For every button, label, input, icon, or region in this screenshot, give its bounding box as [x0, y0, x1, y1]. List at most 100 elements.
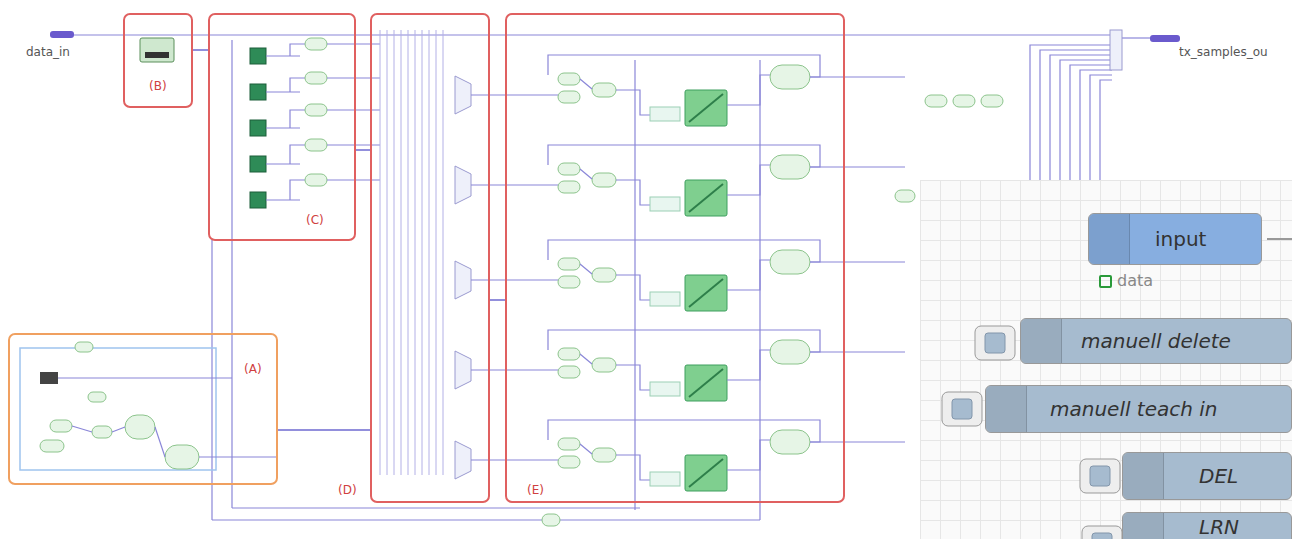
wire [580, 169, 592, 179]
status-dot [1099, 275, 1112, 288]
port-name: tx_samples_ou [1178, 45, 1269, 59]
wire [231, 40, 232, 508]
logic-gate [650, 382, 680, 396]
logic-gate [50, 420, 72, 432]
wire [199, 456, 278, 457]
logic-gate [592, 173, 616, 187]
node-icon [1089, 214, 1130, 264]
wire [72, 426, 92, 432]
wire [727, 75, 770, 105]
section-frame: (C) [208, 13, 356, 241]
wire [548, 420, 820, 442]
mux-symbol [455, 166, 471, 204]
section-frame: (D) [370, 13, 490, 503]
flow-node: LRN [1122, 512, 1292, 539]
wire [810, 76, 905, 77]
logic-gate [558, 163, 580, 175]
wire [471, 279, 560, 280]
wire [327, 144, 380, 145]
logic-gate [40, 440, 64, 452]
status-text: data [1117, 272, 1153, 290]
node-icon [986, 386, 1027, 432]
wire [810, 166, 905, 167]
node-label: manuell teach in [1050, 397, 1218, 421]
logic-gate [558, 91, 580, 103]
flip-flop-mark [689, 369, 723, 397]
flow-node: manuell delete [1020, 318, 1292, 364]
wire [616, 275, 650, 300]
wire [436, 30, 437, 475]
logic-gate [770, 250, 810, 274]
register-symbol [140, 38, 174, 62]
wire [1050, 55, 1112, 200]
wire [155, 427, 165, 457]
wire [727, 440, 770, 470]
wire [727, 165, 770, 195]
flip-flop-mark [689, 184, 723, 212]
counter-symbol [40, 372, 58, 384]
logic-gate [305, 104, 327, 116]
wire [616, 455, 650, 480]
wire [616, 90, 650, 115]
logic-gate [75, 342, 93, 352]
logic-gate [650, 292, 680, 306]
wire [74, 34, 1110, 35]
flow-node: manuell teach in [985, 385, 1292, 433]
logic-gate [305, 72, 327, 84]
wire [394, 30, 395, 475]
wire [429, 30, 430, 475]
wire [580, 444, 592, 454]
wire [548, 145, 820, 167]
section-label: (E) [525, 483, 546, 497]
logic-gate [558, 348, 580, 360]
logic-gate [770, 155, 810, 179]
logic-gate [165, 445, 199, 469]
wire [1267, 238, 1292, 240]
wire [327, 179, 380, 180]
wire [266, 199, 300, 200]
logic-gate [558, 258, 580, 270]
constant-symbol [250, 84, 266, 100]
wire [580, 354, 592, 364]
wire [232, 507, 640, 508]
mux-symbol [455, 441, 471, 479]
wire [1030, 45, 1112, 200]
constant-symbol [250, 192, 266, 208]
wire [387, 30, 388, 475]
mux-symbol [455, 261, 471, 299]
wire [810, 261, 905, 262]
wire [471, 184, 560, 185]
logic-gate [770, 340, 810, 364]
wire [443, 30, 444, 475]
wire [810, 441, 905, 442]
mux-symbol [455, 76, 471, 114]
logic-gate [558, 73, 580, 85]
constant-symbol [250, 120, 266, 136]
wire [580, 264, 592, 274]
constant-symbol [250, 48, 266, 64]
flip-flop-symbol [685, 180, 727, 216]
sub-block-frame [20, 348, 216, 470]
node-icon [1021, 319, 1062, 363]
logic-gate [592, 83, 616, 97]
wire [266, 55, 300, 56]
mux-symbol [455, 351, 471, 389]
wire [290, 110, 305, 128]
inject-button-face [952, 399, 972, 419]
node-icon [1123, 453, 1164, 499]
flip-flop-mark [689, 279, 723, 307]
section-label: (D) [336, 483, 359, 497]
logic-gate [981, 95, 1003, 107]
wire [266, 127, 300, 128]
flip-flop-symbol [685, 90, 727, 126]
wire [290, 180, 305, 200]
logic-gate [895, 190, 915, 202]
wire [580, 79, 592, 89]
node-label: LRN [1199, 515, 1239, 539]
flip-flop-symbol [685, 365, 727, 401]
logic-gate [125, 415, 155, 439]
port-name: data_in [25, 45, 71, 59]
node-label: input [1155, 227, 1206, 251]
bus-concat-symbol [1110, 30, 1122, 70]
